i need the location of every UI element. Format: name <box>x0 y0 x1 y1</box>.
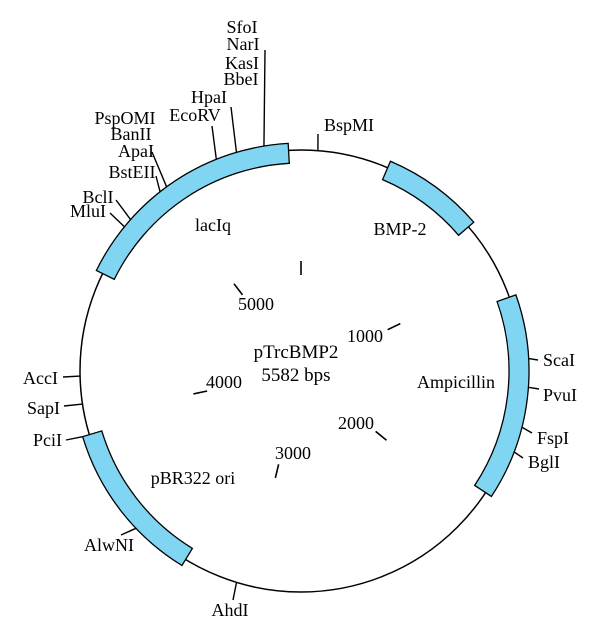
leader-line-sapi <box>63 403 83 407</box>
site-label-nari: NarI <box>227 34 260 54</box>
plasmid-size-label: 5582 bps <box>261 365 330 386</box>
site-label-bbei: BbeI <box>224 69 259 89</box>
scale-tick-1000 <box>387 322 401 331</box>
tick-label-2000: 2000 <box>338 413 374 433</box>
site-label-apai: ApaI <box>118 141 154 161</box>
gene-arc-bmp-2 <box>381 160 475 237</box>
site-label-ecorv: EcoRV <box>169 105 221 125</box>
site-label-fspi: FspI <box>537 428 569 448</box>
plasmid-map-labels: SfoI NarI KasI BbeI HpaI EcoRV PspOMI Ba… <box>23 17 577 620</box>
gene-label-bmp2: BMP-2 <box>373 219 426 239</box>
plasmid-map-geometry <box>62 49 540 601</box>
leader-line-alwni <box>120 527 137 536</box>
leader-line-pcii <box>65 435 83 441</box>
site-label-pvui: PvuI <box>543 385 577 405</box>
tick-label-3000: 3000 <box>275 443 311 463</box>
site-label-bcli: BclI <box>83 187 114 207</box>
gene-label-ampicillin: Ampicillin <box>417 372 495 392</box>
site-label-scai: ScaI <box>543 350 575 370</box>
tick-label-5000: 5000 <box>238 294 274 314</box>
plasmid-title: pTrcBMP2 <box>254 342 339 363</box>
leader-line-bcli <box>115 199 132 220</box>
tick-label-1000: 1000 <box>347 326 383 346</box>
site-label-alwni: AlwNI <box>84 535 134 555</box>
gene-label-laciq: lacIq <box>195 215 231 235</box>
site-label-bgli: BglI <box>528 452 560 472</box>
site-label-hpai: HpaI <box>191 87 227 107</box>
site-label-mlui: MluI <box>70 201 106 221</box>
site-label-bsteii: BstEII <box>109 162 156 182</box>
gene-label-pbr322-ori: pBR322 ori <box>151 468 236 488</box>
scale-tick-2000 <box>375 430 388 441</box>
leader-line-apai <box>151 151 168 188</box>
gene-arc-laciq <box>95 142 290 281</box>
leader-line-fspi <box>521 426 533 434</box>
leader-line-ahdi <box>232 582 238 601</box>
site-label-acci: AccI <box>23 368 58 388</box>
gene-arc-ampicillin <box>473 294 530 498</box>
leader-line-pvui <box>528 386 540 390</box>
site-label-sapi: SapI <box>27 398 60 418</box>
scale-tick-3000 <box>274 464 280 479</box>
leader-line-ecorv <box>211 125 218 160</box>
site-label-ahdi: AhdI <box>212 600 249 620</box>
leader-line-hpai <box>230 106 238 153</box>
leader-line-bgli <box>513 451 524 459</box>
leader-line-acci <box>62 375 81 378</box>
leader-line-bsteii <box>155 175 161 192</box>
site-label-sfoi: SfoI <box>227 17 258 37</box>
tick-label-4000: 4000 <box>206 372 242 392</box>
site-label-kasi: KasI <box>225 53 259 73</box>
scale-tick-4000 <box>193 390 208 395</box>
site-label-bspmi: BspMI <box>324 115 374 135</box>
leader-line-mlui <box>109 212 125 228</box>
scale-tick-5000 <box>233 283 244 296</box>
site-label-banii: BanII <box>111 124 152 144</box>
leader-line-sfoi <box>263 49 266 147</box>
gene-arc-pbr322-ori <box>81 430 194 567</box>
leader-line-scai <box>528 357 539 361</box>
site-label-pspomi: PspOMI <box>94 108 155 128</box>
site-label-pcii: PciI <box>33 430 62 450</box>
